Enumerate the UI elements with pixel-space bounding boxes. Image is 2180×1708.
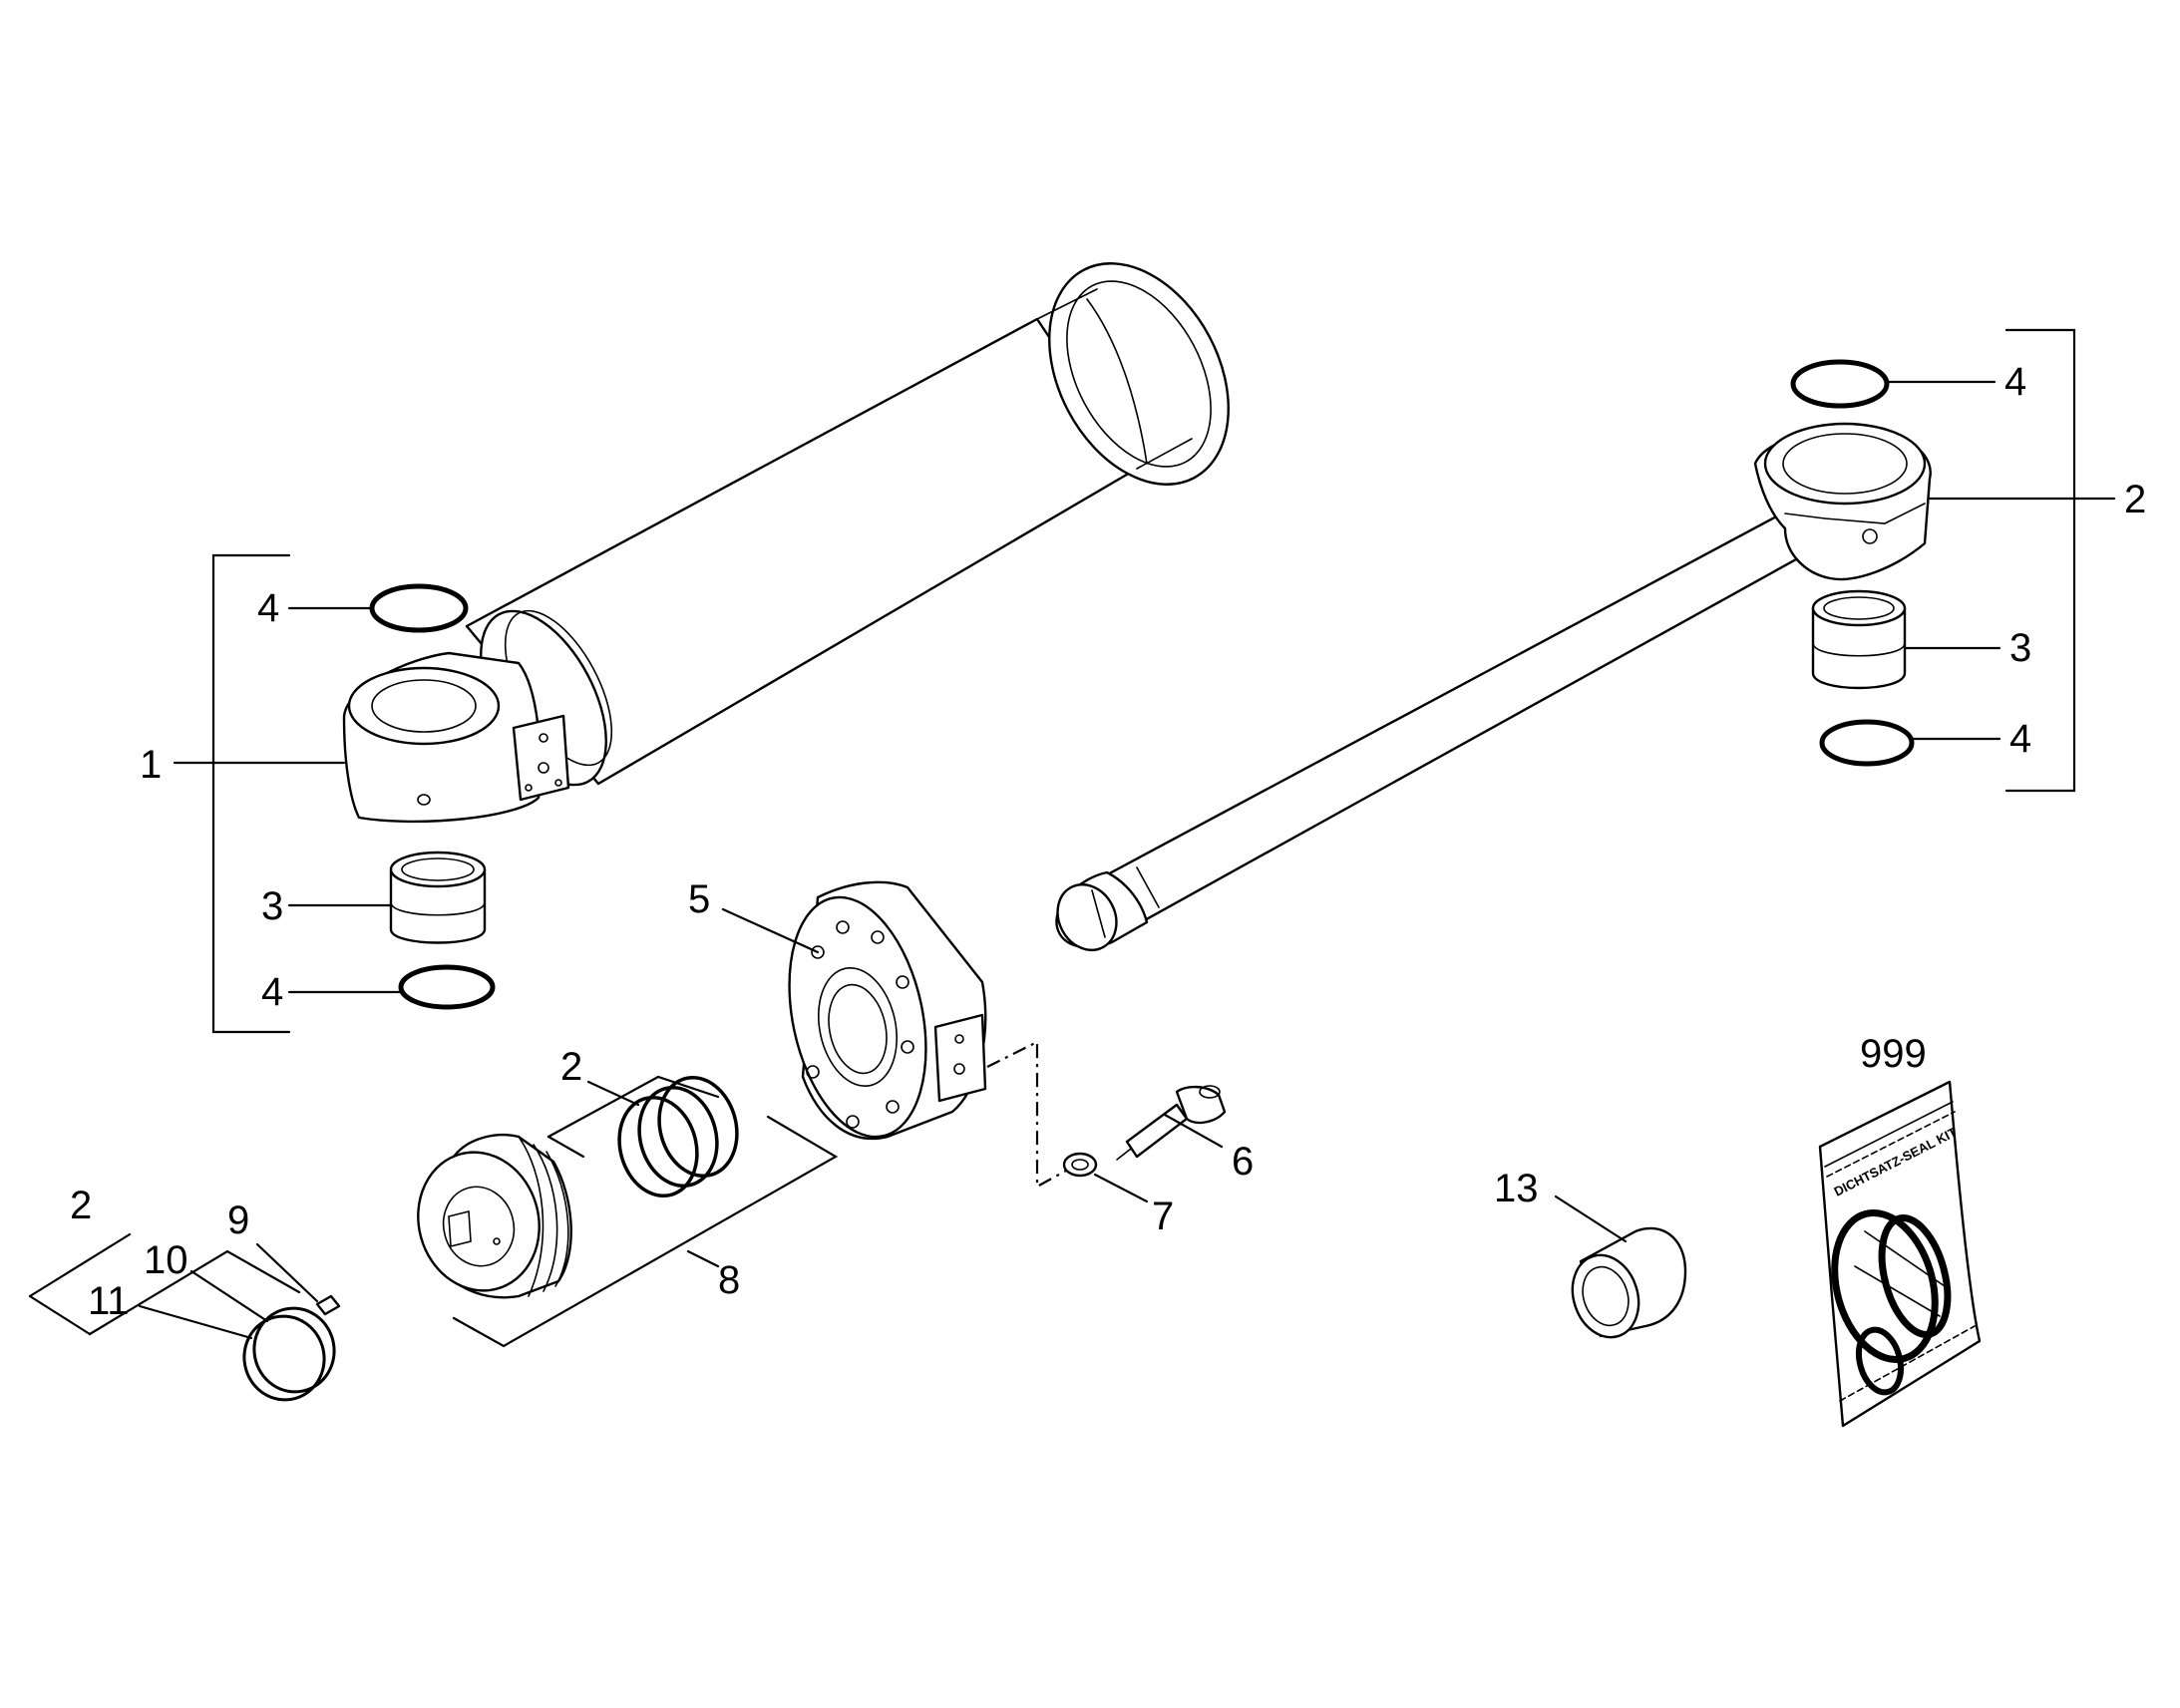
callout-3-left: 3: [261, 884, 283, 928]
callout-4-right-bottom: 4: [2009, 717, 2031, 761]
callout-4-right-top: 4: [2004, 360, 2026, 404]
washer: [1062, 1152, 1098, 1178]
guide-rings: [242, 1306, 336, 1402]
callout-7: 7: [1152, 1195, 1174, 1238]
callout-numbers: 1 4 3 4 4 2 3 4 5 2 6 7 8 2 9 10 11 13 9…: [70, 360, 2146, 1323]
cylinder-head: [788, 880, 987, 1141]
seal-kit-bag: DICHTSATZ-SEAL KIT: [1818, 1080, 1982, 1428]
bushing-left: [389, 851, 487, 944]
callout-999: 999: [1860, 1032, 1927, 1076]
callout-4-left-bottom: 4: [261, 970, 283, 1014]
o-ring-left-top: [369, 583, 469, 633]
bushing-13: [1571, 1226, 1687, 1339]
piston-rod: [1055, 422, 1932, 951]
callout-10: 10: [144, 1238, 188, 1282]
callout-2-ring: 2: [70, 1184, 92, 1227]
callout-9: 9: [227, 1198, 249, 1242]
callout-5: 5: [688, 877, 710, 921]
o-ring-right-top: [1790, 359, 1890, 409]
alignment-line: [986, 1040, 1078, 1189]
callout-13: 13: [1494, 1167, 1539, 1210]
cylinder-barrel: [342, 262, 1230, 824]
o-ring-right-bottom: [1819, 719, 1915, 767]
piston-seal-rings: [617, 1075, 739, 1198]
callout-8: 8: [718, 1258, 740, 1302]
piston: [417, 1134, 572, 1299]
callout-6: 6: [1232, 1140, 1254, 1184]
callout-2-right: 2: [2124, 478, 2146, 521]
callout-11: 11: [88, 1279, 130, 1323]
o-ring-left-bottom: [398, 964, 496, 1010]
callout-2-piston: 2: [560, 1045, 582, 1089]
screw: [1116, 1085, 1227, 1161]
callout-4-left-top: 4: [257, 586, 279, 630]
leader-lines: [28, 328, 2116, 1348]
bushing-right: [1811, 589, 1907, 690]
lock-pin: [315, 1294, 341, 1316]
callout-1: 1: [140, 743, 162, 787]
callout-3-right: 3: [2009, 626, 2031, 670]
